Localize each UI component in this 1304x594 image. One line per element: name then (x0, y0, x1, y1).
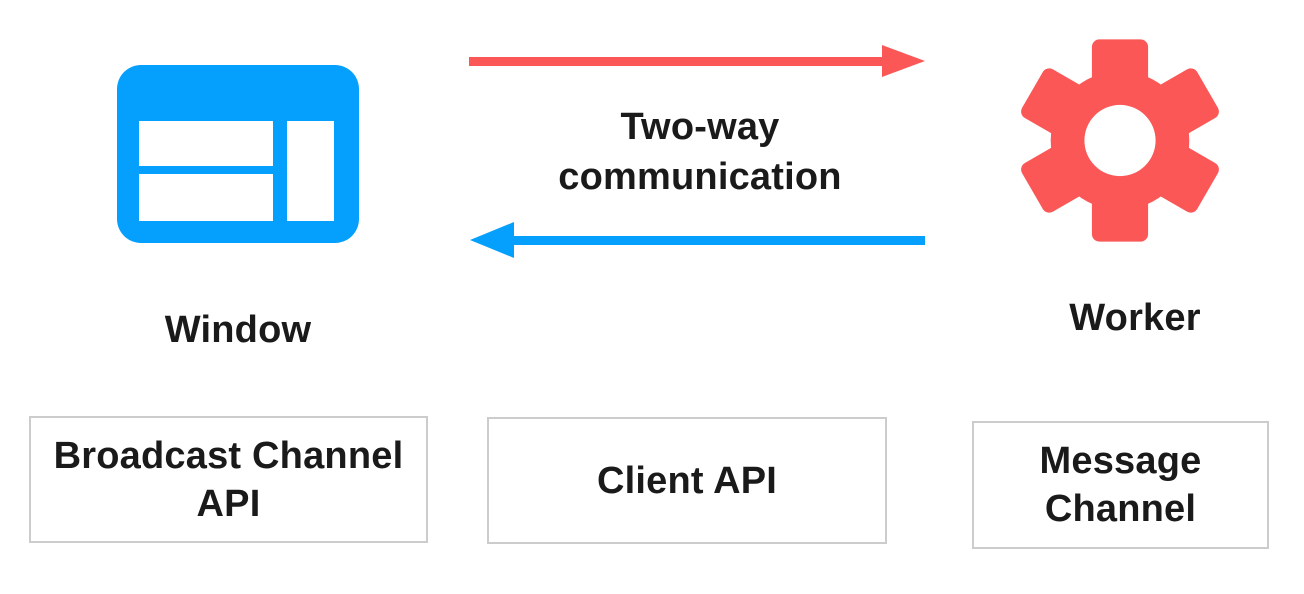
gear-icon (1017, 33, 1223, 248)
backward-arrow (470, 222, 925, 259)
api-box-broadcast-channel: Broadcast Channel API (29, 416, 428, 543)
backward-arrow-shaft (513, 236, 925, 245)
api-box-label: Broadcast Channel API (53, 434, 404, 525)
backward-arrow-head (470, 222, 514, 258)
connection-label: Two-way communication (558, 106, 842, 198)
api-box-label: Message Channel (1039, 440, 1202, 530)
forward-arrow-head (882, 45, 925, 77)
forward-arrow (469, 45, 925, 78)
forward-arrow-shaft (469, 57, 884, 66)
api-box-label: Client API (596, 459, 778, 502)
window-node-label: Window (164, 309, 312, 351)
worker-node-label: Worker (1069, 297, 1201, 339)
api-box-client-api: Client API (487, 417, 887, 544)
browser-window-icon (117, 65, 359, 243)
api-box-message-channel: Message Channel (972, 421, 1269, 549)
